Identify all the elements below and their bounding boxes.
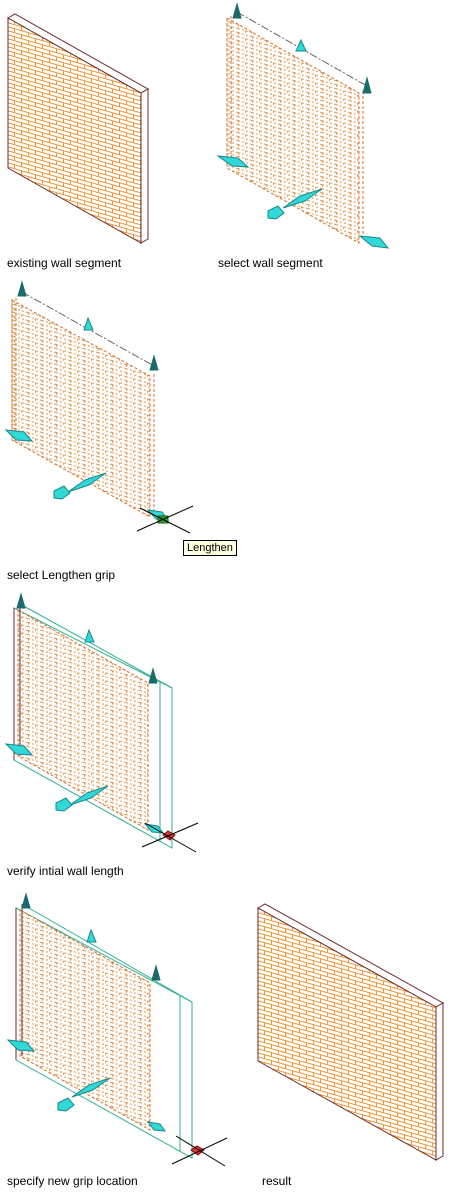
height-grip[interactable] [148, 667, 158, 684]
height-grip[interactable] [362, 76, 372, 94]
step-verify-wall-length: verify intial wall length [0, 590, 240, 882]
width-grip[interactable] [83, 316, 94, 331]
reverse-arrow-grip[interactable] [267, 205, 285, 220]
width-grip[interactable] [84, 628, 95, 643]
start-grip[interactable] [4, 743, 34, 756]
selected-wall-brick-face [19, 909, 151, 1131]
wall-side-face [435, 1002, 444, 1161]
width-grip[interactable] [295, 38, 307, 52]
selected-wall-drawing [216, 2, 390, 249]
caption-existing-wall: existing wall segment [7, 256, 122, 270]
flip-grip[interactable] [67, 472, 107, 493]
start-grip[interactable] [216, 155, 250, 168]
caption-select-lengthen-grip: select Lengthen grip [7, 568, 116, 582]
height-grip[interactable] [21, 892, 31, 909]
width-grip[interactable] [86, 928, 97, 943]
crosshair-cursor-icon [141, 822, 199, 853]
result-wall-drawing [256, 903, 445, 1161]
height-grip[interactable] [17, 280, 27, 297]
crosshair-cursor-icon [171, 1135, 228, 1167]
height-grip[interactable] [232, 2, 242, 19]
reverse-arrow-grip[interactable] [57, 1097, 75, 1112]
end-grip[interactable] [146, 1121, 167, 1132]
wall-top-preview [19, 603, 173, 689]
wall-top-preview [21, 903, 193, 1003]
selected-wall-brick-face [11, 299, 151, 518]
step-result: result [250, 890, 453, 1196]
selected-wall-brick-face [17, 609, 149, 831]
crosshair-cursor-icon [136, 505, 194, 534]
step-select-lengthen-grip: Lengthen select Lengthen grip [0, 280, 240, 582]
lengthen-tooltip: Lengthen [183, 540, 237, 556]
caption-select-wall: select wall segment [218, 256, 323, 270]
reverse-arrow-grip[interactable] [53, 485, 71, 500]
caption-result: result [262, 1174, 292, 1188]
step-existing-wall: existing wall segment [0, 0, 160, 275]
height-grip[interactable] [151, 964, 161, 981]
selected-wall-brick-face [226, 17, 360, 244]
height-grip[interactable] [149, 354, 159, 371]
step-specify-grip-location: specify new grip location [0, 890, 240, 1196]
start-grip[interactable] [6, 1039, 36, 1052]
flip-grip[interactable] [71, 1077, 111, 1098]
wall-brick-face [7, 17, 142, 244]
height-grip[interactable] [16, 592, 26, 609]
lengthen-grip-drawing [4, 280, 194, 534]
end-grip[interactable] [358, 235, 390, 249]
flip-grip[interactable] [69, 785, 109, 806]
start-grip[interactable] [4, 429, 34, 442]
verify-length-drawing [4, 592, 199, 853]
wall-side-face [140, 88, 149, 244]
reverse-arrow-grip[interactable] [55, 797, 73, 812]
caption-specify-grip-location: specify new grip location [7, 1174, 138, 1188]
existing-wall-drawing [6, 13, 150, 244]
flip-grip[interactable] [282, 188, 323, 209]
specify-location-drawing [6, 892, 228, 1167]
wall-brick-face [257, 907, 437, 1161]
step-select-wall: select wall segment [210, 0, 453, 275]
caption-verify-wall-length: verify intial wall length [7, 864, 124, 878]
